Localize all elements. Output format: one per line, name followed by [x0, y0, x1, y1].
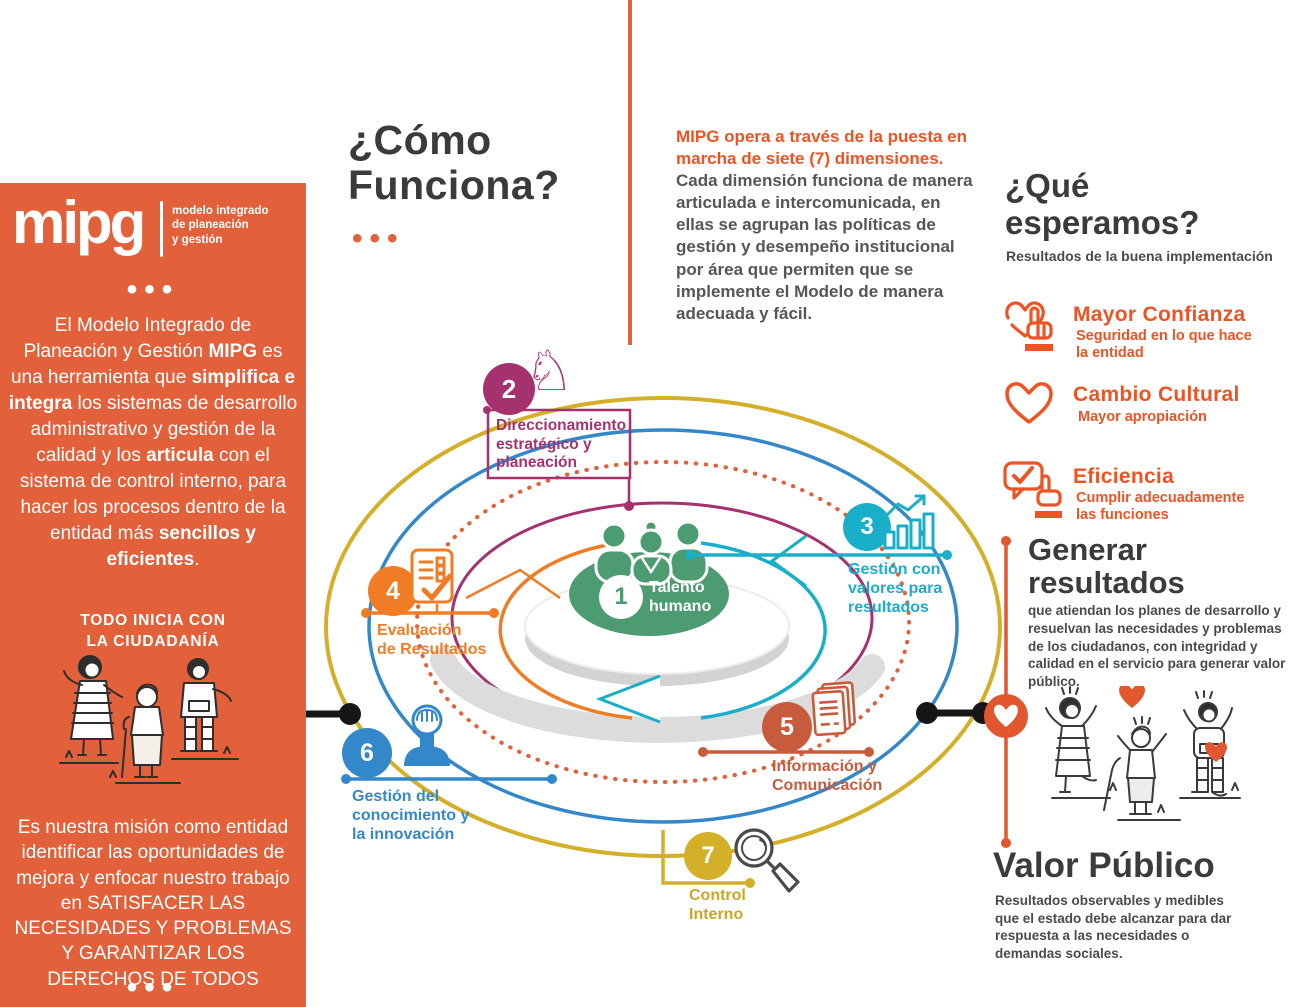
knight-icon: ♘: [524, 339, 575, 404]
citizens-illustration: [59, 655, 239, 784]
intro-text: El Modelo Integrado de Planeación y Gest…: [23, 315, 252, 363]
intro-text: con el sistema de control interno, para …: [19, 445, 287, 545]
head-brain-icon: [404, 704, 450, 766]
que-esperamos-title: ¿Qué esperamos?: [1005, 167, 1200, 241]
dim3-dot-a: [685, 550, 695, 560]
dim2-dot-b: [624, 501, 634, 511]
magnifier-icon: [734, 828, 800, 893]
item-desc-cambio-cultural: Mayor apropiación: [1078, 409, 1207, 425]
inner-arc-cyan: [700, 541, 827, 720]
dim2-label: Direccionamiento estratégico y planeació…: [496, 417, 627, 472]
item-desc-mayor-confianza: Seguridad en lo que hace la entidad: [1076, 328, 1252, 362]
heart-icon: [1205, 742, 1227, 762]
intro-text: .: [194, 549, 200, 571]
que-esperamos-subtitle: Resultados de la buena implementación: [1006, 248, 1273, 264]
intro-text: los sistemas de desarrollo administrativ…: [30, 393, 298, 467]
dim4-dot-a: [361, 608, 371, 618]
dim5-dot-b: [864, 747, 874, 757]
dots-separator: •••: [352, 222, 405, 255]
ring-informacion-dotted: [415, 460, 911, 784]
dim7-label: Control Interno: [689, 887, 746, 924]
item-title-mayor-confianza: Mayor Confianza: [1073, 303, 1246, 326]
badge-dim2: 2: [483, 363, 535, 415]
heart-hand-icon: [1005, 301, 1053, 351]
mipg-opera-paragraph: MIPG opera a través de la puesta en marc…: [676, 126, 982, 325]
badge-dim4: 4: [368, 566, 418, 616]
dots-separator: •••: [126, 971, 180, 1004]
white-heart-icon: [994, 704, 1018, 727]
dim4-label: Evaluación de Resultados: [377, 622, 487, 659]
badge-dim1: 1: [599, 575, 643, 619]
logo-tagline: modelo integrado de planeación y gestión: [172, 205, 269, 246]
arc-chevron-top: [769, 534, 807, 588]
mipg-logo: mipg: [12, 189, 146, 256]
dim6-dot-a: [341, 774, 351, 784]
generar-resultados-title: Generar resultados: [1028, 532, 1185, 601]
arc-chevron-bottom: [595, 674, 661, 724]
badge-dim3: 3: [843, 503, 891, 551]
dim3-label: Gestión con valores para resultados: [848, 561, 943, 617]
sidebar-intro-paragraph: El Modelo Integrado de Planeación y Gest…: [8, 313, 298, 573]
intro-bold: sencillos y eficientes: [106, 523, 256, 571]
badge-dim7: 7: [684, 832, 732, 880]
opera-bold-text: MIPG opera a través de la puesta en marc…: [676, 127, 968, 169]
logo-divider: [160, 201, 163, 257]
inner-arc-orange: [498, 541, 633, 720]
generar-resultados-body: que atiendan los planes de desarrollo y …: [1028, 603, 1286, 690]
intro-bold: MIPG: [208, 341, 258, 363]
dots-separator: •••: [126, 273, 180, 306]
cta-heading: TODO INICIA CON LA CIUDADANÍA: [80, 612, 226, 650]
celebration-illustration: [1045, 686, 1241, 821]
dim5-label: Información y Comunicación: [772, 758, 883, 795]
item-desc-eficiencia: Cumplir adecuadamente las funciones: [1076, 490, 1245, 524]
left-connector-dot-b: [339, 703, 361, 725]
dim2-label-box: [486, 408, 632, 480]
opera-rest-text: Cada dimensión funciona de manera articu…: [676, 171, 973, 323]
dim3-dot-b: [942, 550, 952, 560]
dim4-link: [465, 568, 561, 600]
item-title-cambio-cultural: Cambio Cultural: [1073, 383, 1240, 406]
valor-line-dot-top: [1001, 536, 1011, 546]
como-funciona-title: ¿Cómo Funciona?: [348, 117, 560, 209]
checklist-icon: [410, 548, 454, 604]
intro-bold: articula: [146, 445, 214, 467]
right-connector-dot-a: [916, 702, 938, 724]
dim6-dot-b: [547, 774, 557, 784]
dim5-dot-a: [698, 747, 708, 757]
bar-chart-icon: [883, 494, 935, 550]
badge-dim6: 6: [342, 728, 392, 778]
valor-publico-body: Resultados observables y medibles que el…: [995, 893, 1232, 961]
mission-paragraph: Es nuestra misión como entidad identific…: [14, 817, 292, 990]
valor-line-dot-bottom: [1001, 838, 1011, 848]
dim7-dot: [745, 878, 755, 888]
item-title-eficiencia: Eficiencia: [1073, 465, 1175, 488]
dim7-connector: [661, 830, 748, 885]
intro-bold: simplifica e integra: [8, 367, 296, 415]
heart-icon: [1005, 382, 1053, 424]
ring-conocimiento: [367, 428, 959, 824]
documents-icon: [811, 681, 857, 737]
sidebar: mipg modelo integrado de planeación y ge…: [0, 183, 306, 1007]
heart-icon: [1119, 686, 1145, 708]
dim1-label: Talento humano: [649, 579, 712, 616]
valor-publico-title: Valor Público: [993, 846, 1215, 885]
badge-dim5: 5: [762, 702, 812, 752]
dim6-label: Gestión del conocimiento y la innovación: [352, 788, 470, 844]
intro-text: es una herramienta que: [10, 341, 283, 389]
chat-check-hand-icon: [1003, 461, 1062, 518]
dim2-dot-a: [483, 406, 491, 414]
dim4-dot-b: [489, 608, 499, 618]
